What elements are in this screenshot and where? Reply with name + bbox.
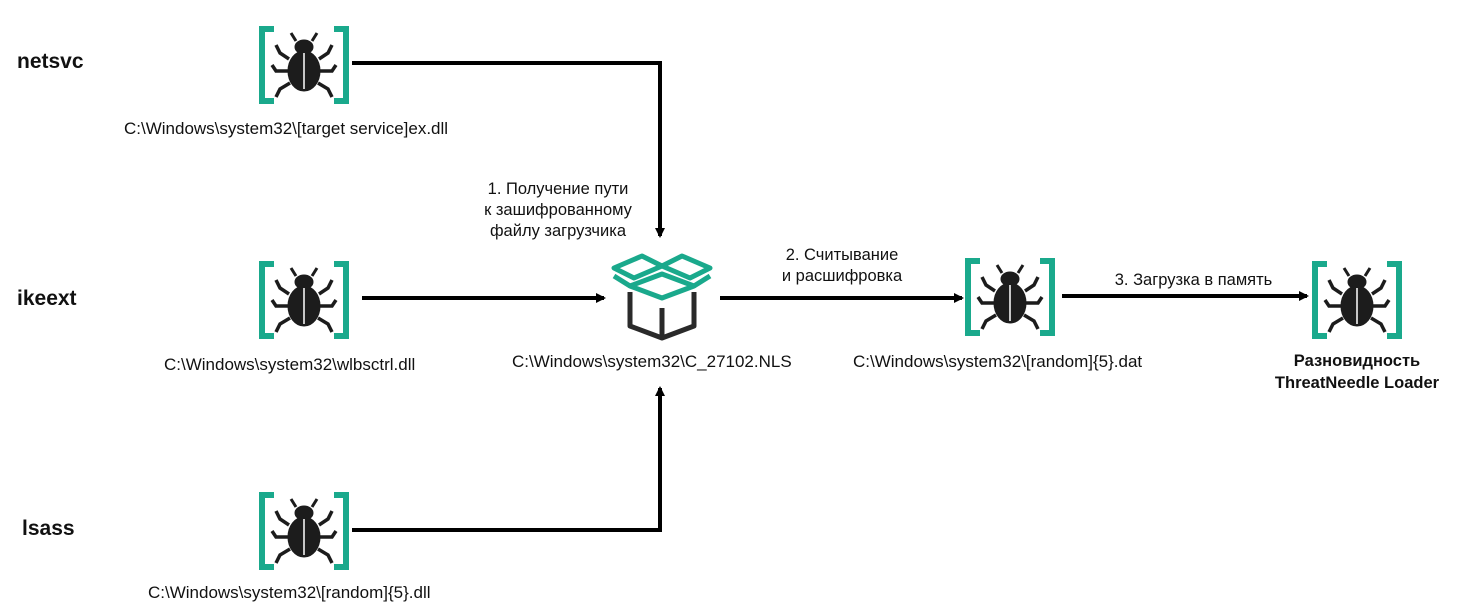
step3-label: 3. Загрузка в память: [1114, 271, 1273, 289]
step1-line3: файлу загрузчика: [489, 222, 627, 240]
loader-label: Разновидность ThreatNeedle Loader: [1262, 350, 1452, 394]
loader-label-line1: Разновидность: [1293, 352, 1421, 370]
loader-malware-bug-icon: [1315, 264, 1399, 336]
step1-label: 1. Получение пути к зашифрованному файлу…: [468, 179, 648, 242]
path-netsvc-dll: C:\Windows\system32\[target service]ex.d…: [124, 119, 449, 138]
path-dat-file: C:\Windows\system32\[random]{5}.dat: [853, 352, 1143, 371]
arrow-lsass-to-box: [352, 386, 665, 532]
dat-malware-bug-icon: [968, 261, 1052, 333]
path-lsass-dll: C:\Windows\system32\[random]{5}.dll: [148, 583, 431, 602]
netsvc-malware-bug-icon: [262, 29, 346, 101]
arrow-netsvc-to-box: [352, 61, 665, 238]
service-label-lsass: lsass: [22, 517, 75, 540]
ikeext-malware-bug-icon: [262, 264, 346, 336]
step2-label: 2. Считывание и расшифровка: [762, 245, 922, 287]
loader-label-line2: ThreatNeedle Loader: [1274, 374, 1440, 392]
step2-line2: и расшифровка: [781, 267, 903, 285]
path-ikeext-dll: C:\Windows\system32\wlbsctrl.dll: [164, 355, 416, 374]
step2-line1: 2. Считывание: [785, 246, 899, 264]
service-label-netsvc: netsvc: [17, 50, 84, 73]
step1-line2: к зашифрованному: [484, 201, 632, 219]
path-nls-file: C:\Windows\system32\C_27102.NLS: [512, 352, 792, 371]
service-label-ikeext: ikeext: [17, 287, 77, 310]
open-box-icon: [611, 253, 713, 341]
step1-line1: 1. Получение пути: [487, 180, 629, 198]
lsass-malware-bug-icon: [262, 495, 346, 567]
